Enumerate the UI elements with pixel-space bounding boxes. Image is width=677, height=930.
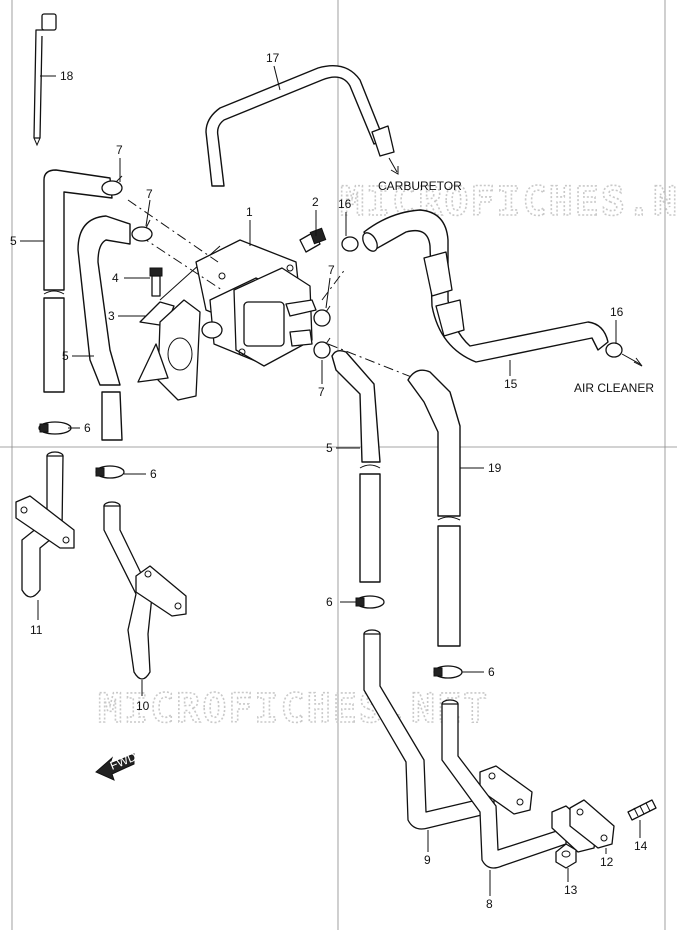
carburetor-note: CARBURETOR [378, 179, 462, 193]
air-cleaner-arrow-line [621, 353, 641, 365]
part-18-plug [33, 13, 57, 147]
callout-19: 19 [488, 461, 502, 475]
part-7-clip-d [313, 337, 331, 359]
part-7-clip-c [313, 305, 331, 327]
callout-11: 11 [30, 623, 43, 637]
callout-13: 13 [564, 883, 578, 897]
callout-3: 3 [108, 309, 115, 323]
part-13-nut [555, 843, 577, 869]
part-6-clamp-right-lower [433, 665, 463, 679]
part-19-hose [407, 369, 461, 647]
part-15-hose [362, 209, 609, 363]
part-5-hose-middle [77, 215, 131, 441]
part-12-gasket [569, 799, 615, 849]
part-14-stud [627, 799, 657, 821]
callout-6-a: 6 [84, 421, 91, 435]
part-11-pipe [15, 451, 75, 598]
part-16-clip-a [341, 236, 359, 252]
callout-6-c: 6 [326, 595, 333, 609]
callout-7-b: 7 [146, 187, 153, 201]
callout-1: 1 [246, 205, 253, 219]
part-17-hose [205, 65, 399, 187]
callout-16-a: 16 [338, 197, 352, 211]
callout-7-c: 7 [328, 263, 335, 277]
callout-7-d: 7 [318, 385, 325, 399]
callout-5-c: 5 [326, 441, 333, 455]
part-1-valve-assembly [195, 239, 317, 367]
callout-17: 17 [266, 51, 280, 65]
callout-14: 14 [634, 839, 648, 853]
air-cleaner-arrow-head [633, 357, 643, 367]
fwd-arrow: FWD [95, 749, 139, 781]
callout-8: 8 [486, 897, 493, 911]
part-7-clip-a [101, 175, 123, 196]
callout-16-b: 16 [610, 305, 624, 319]
callout-labels: 18 7 7 5 4 3 5 6 6 11 10 1 2 16 17 7 7 5… [10, 51, 648, 911]
callout-5-b: 5 [62, 349, 69, 363]
leader-lines [20, 65, 641, 896]
part-7-clip-b [131, 219, 153, 242]
watermark-bottom: MICROFICHES.NET [98, 686, 489, 732]
part-5-hose-right [331, 349, 381, 583]
part-16-clip-b [605, 342, 623, 358]
part-2-bolt [299, 227, 327, 253]
callout-5-a: 5 [10, 234, 17, 248]
part-6-clamp-right-top [355, 595, 385, 609]
part-5-hose-upper-left [43, 169, 113, 393]
callout-10: 10 [136, 699, 150, 713]
assembly-center-lines [127, 199, 415, 379]
callout-9: 9 [424, 853, 431, 867]
callout-6-d: 6 [488, 665, 495, 679]
callout-7-a: 7 [116, 143, 123, 157]
part-4-bolt [149, 267, 163, 297]
callout-2: 2 [312, 195, 319, 209]
callout-18: 18 [60, 69, 74, 83]
part-6-clamp-middle-left [95, 465, 125, 479]
part-6-clamp-left [38, 421, 72, 435]
callout-6-b: 6 [150, 467, 157, 481]
callout-15: 15 [504, 377, 518, 391]
callout-4: 4 [112, 271, 119, 285]
callout-12: 12 [600, 855, 614, 869]
part-10-pipe [103, 501, 187, 680]
air-cleaner-note: AIR CLEANER [574, 381, 654, 395]
